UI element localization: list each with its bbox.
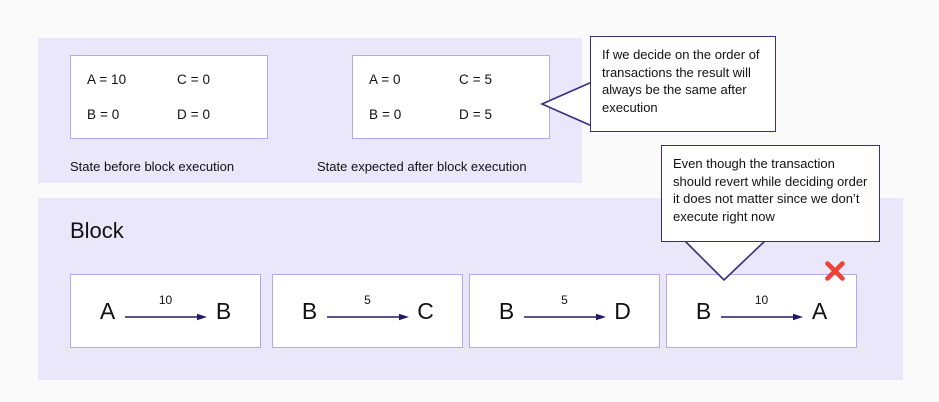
transaction-arrow-4: 10 (719, 294, 805, 328)
caption-state-before: State before block execution (70, 159, 235, 174)
transaction-amount-1: 10 (158, 293, 173, 307)
callout-tail-revert (681, 237, 769, 282)
transaction-content-3: B 5 D (470, 275, 659, 347)
transaction-content-1: A 10 B (71, 275, 260, 347)
transaction-box-1: A 10 B (70, 274, 261, 348)
state-cell-b-after: B = 0 (369, 106, 402, 122)
right-arrow-icon (326, 313, 409, 321)
transaction-box-4: B 10 A (666, 274, 857, 348)
caption-state-after: State expected after block execution (317, 159, 527, 174)
state-cell-c-after: C = 5 (459, 71, 493, 87)
transaction-box-3: B 5 D (469, 274, 660, 348)
state-box-before: A = 10 C = 0 B = 0 D = 0 (70, 55, 268, 139)
transaction-box-2: B 5 C (272, 274, 463, 348)
transaction-content-4: B 10 A (667, 275, 856, 347)
transaction-from-2: B (301, 297, 318, 324)
state-cell-c-before: C = 0 (177, 71, 211, 87)
right-arrow-icon (523, 313, 606, 321)
transaction-to-3: D (614, 297, 631, 324)
state-cell-d-after: D = 5 (459, 106, 493, 122)
state-cell-a-before: A = 10 (87, 71, 127, 87)
transaction-amount-2: 5 (364, 293, 371, 307)
transaction-to-2: C (417, 297, 434, 324)
transaction-amount-3: 5 (561, 293, 568, 307)
state-box-after: A = 0 C = 5 B = 0 D = 5 (352, 55, 550, 139)
transaction-from-4: B (695, 297, 712, 324)
right-arrow-icon (720, 313, 803, 321)
transaction-to-1: B (215, 297, 232, 324)
block-title: Block (70, 218, 124, 243)
callout-tail-order (540, 81, 593, 127)
state-cell-d-before: D = 0 (177, 106, 211, 122)
transaction-arrow-2: 5 (325, 294, 411, 328)
transaction-amount-4: 10 (754, 293, 769, 307)
transaction-from-3: B (498, 297, 515, 324)
state-values-before: A = 10 C = 0 B = 0 D = 0 (71, 56, 267, 138)
transaction-content-2: B 5 C (273, 275, 462, 347)
callout-order-note: If we decide on the order of transaction… (590, 36, 776, 132)
transaction-arrow-1: 10 (123, 294, 209, 328)
state-cell-a-after: A = 0 (369, 71, 401, 87)
state-values-after: A = 0 C = 5 B = 0 D = 5 (353, 56, 549, 138)
callout-revert-note: Even though the transaction should rever… (661, 145, 880, 242)
transaction-arrow-3: 5 (522, 294, 608, 328)
transaction-to-4: A (811, 297, 828, 324)
transaction-from-1: A (99, 297, 116, 324)
right-arrow-icon (124, 313, 207, 321)
x-mark-icon (825, 261, 845, 281)
state-cell-b-before: B = 0 (87, 106, 120, 122)
